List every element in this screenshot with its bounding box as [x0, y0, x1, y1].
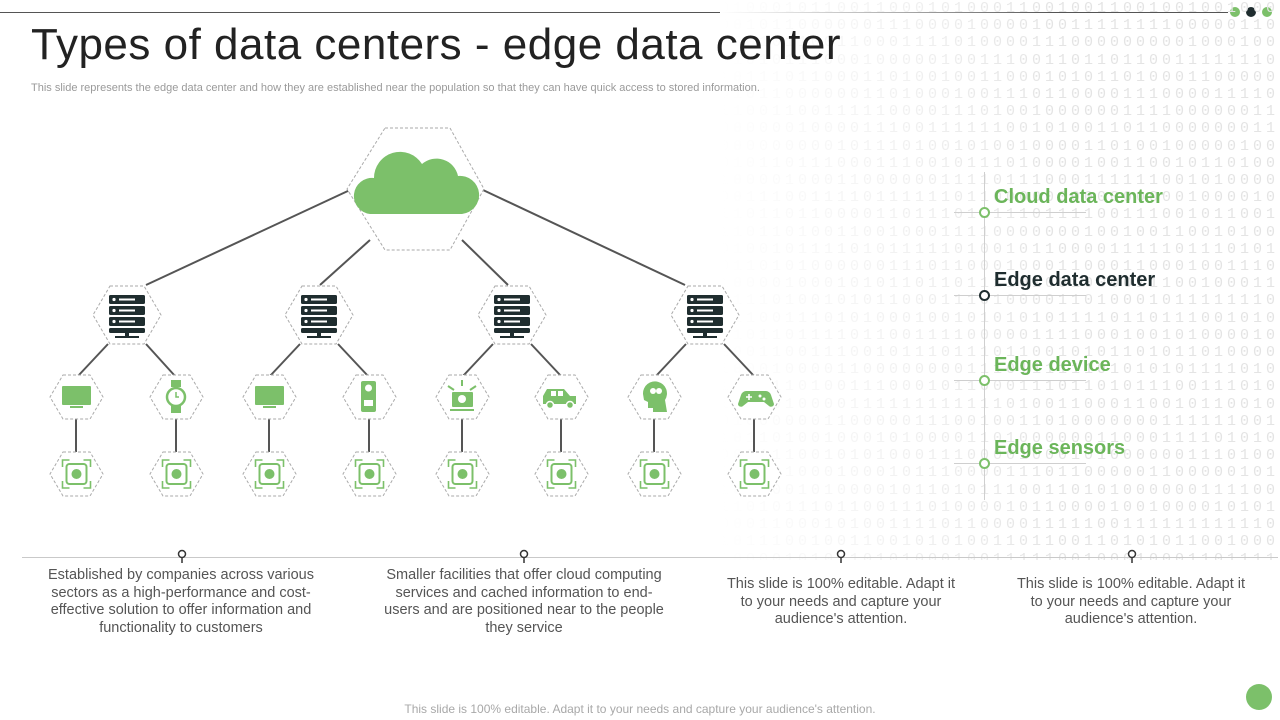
- description-edge-data-center: Smaller facilities that offer cloud comp…: [384, 567, 664, 636]
- edge-data-center-node: [670, 285, 740, 345]
- footer-note: This slide is 100% editable. Adapt it to…: [404, 702, 876, 716]
- description-edge-device: This slide is 100% editable. Adapt it to…: [726, 576, 956, 627]
- description-edge-sensors: This slide is 100% editable. Adapt it to…: [1016, 576, 1246, 627]
- location-pin-icon: [836, 549, 846, 563]
- description-cloud-data-center: Established by companies across various …: [48, 567, 314, 636]
- legend-label-edge-sensors: Edge sensors: [994, 437, 1126, 459]
- smartwatch-icon: [165, 380, 187, 413]
- gamepad-icon: [738, 391, 774, 407]
- legend-tick: [954, 380, 1086, 381]
- cloud-node: [346, 127, 485, 251]
- sensor-chip-icon: [639, 459, 670, 489]
- legend-marker: [979, 375, 990, 386]
- sensor-chip-icon: [739, 459, 770, 489]
- location-pin-icon: [177, 549, 187, 563]
- edge-network-diagram: [49, 127, 782, 497]
- edge-data-center-node: [284, 285, 354, 345]
- legend-axis: [984, 172, 985, 500]
- location-pin-icon: [1127, 549, 1137, 563]
- monitor-icon: [255, 386, 284, 408]
- car-icon: [543, 389, 576, 410]
- phone-icon: [361, 381, 376, 412]
- satellite-dish-icon: [447, 380, 477, 411]
- corner-decoration: [1246, 684, 1272, 710]
- legend-label-edge-data-center: Edge data center: [994, 269, 1156, 291]
- page-title: Types of data centers - edge data center: [31, 20, 842, 69]
- legend-label-edge-device: Edge device: [994, 354, 1111, 376]
- sensor-chip-icon: [254, 459, 285, 489]
- legend-marker: [979, 290, 990, 301]
- sensor-chip-icon: [447, 459, 478, 489]
- legend-label-cloud-data-center: Cloud data center: [994, 186, 1163, 208]
- legend-tick: [954, 463, 1086, 464]
- top-rule: [0, 12, 1228, 13]
- sensor-chip-icon: [546, 459, 577, 489]
- sensor-chip-icon: [61, 459, 92, 489]
- legend-tick: [954, 212, 1086, 213]
- sensor-chip-icon: [354, 459, 385, 489]
- edge-data-center-node: [92, 285, 162, 345]
- description-rule: [22, 557, 1278, 558]
- legend-marker: [979, 207, 990, 218]
- cloud-icon: [353, 151, 480, 214]
- legend-tick: [954, 295, 1086, 296]
- edge-data-center-node: [477, 285, 547, 345]
- head-gear-icon: [642, 381, 667, 412]
- legend-marker: [979, 458, 990, 469]
- sensor-chip-icon: [161, 459, 192, 489]
- monitor-icon: [62, 386, 91, 408]
- location-pin-icon: [519, 549, 529, 563]
- binary-background-fade: [720, 0, 1280, 560]
- page-subtitle: This slide represents the edge data cent…: [31, 82, 760, 94]
